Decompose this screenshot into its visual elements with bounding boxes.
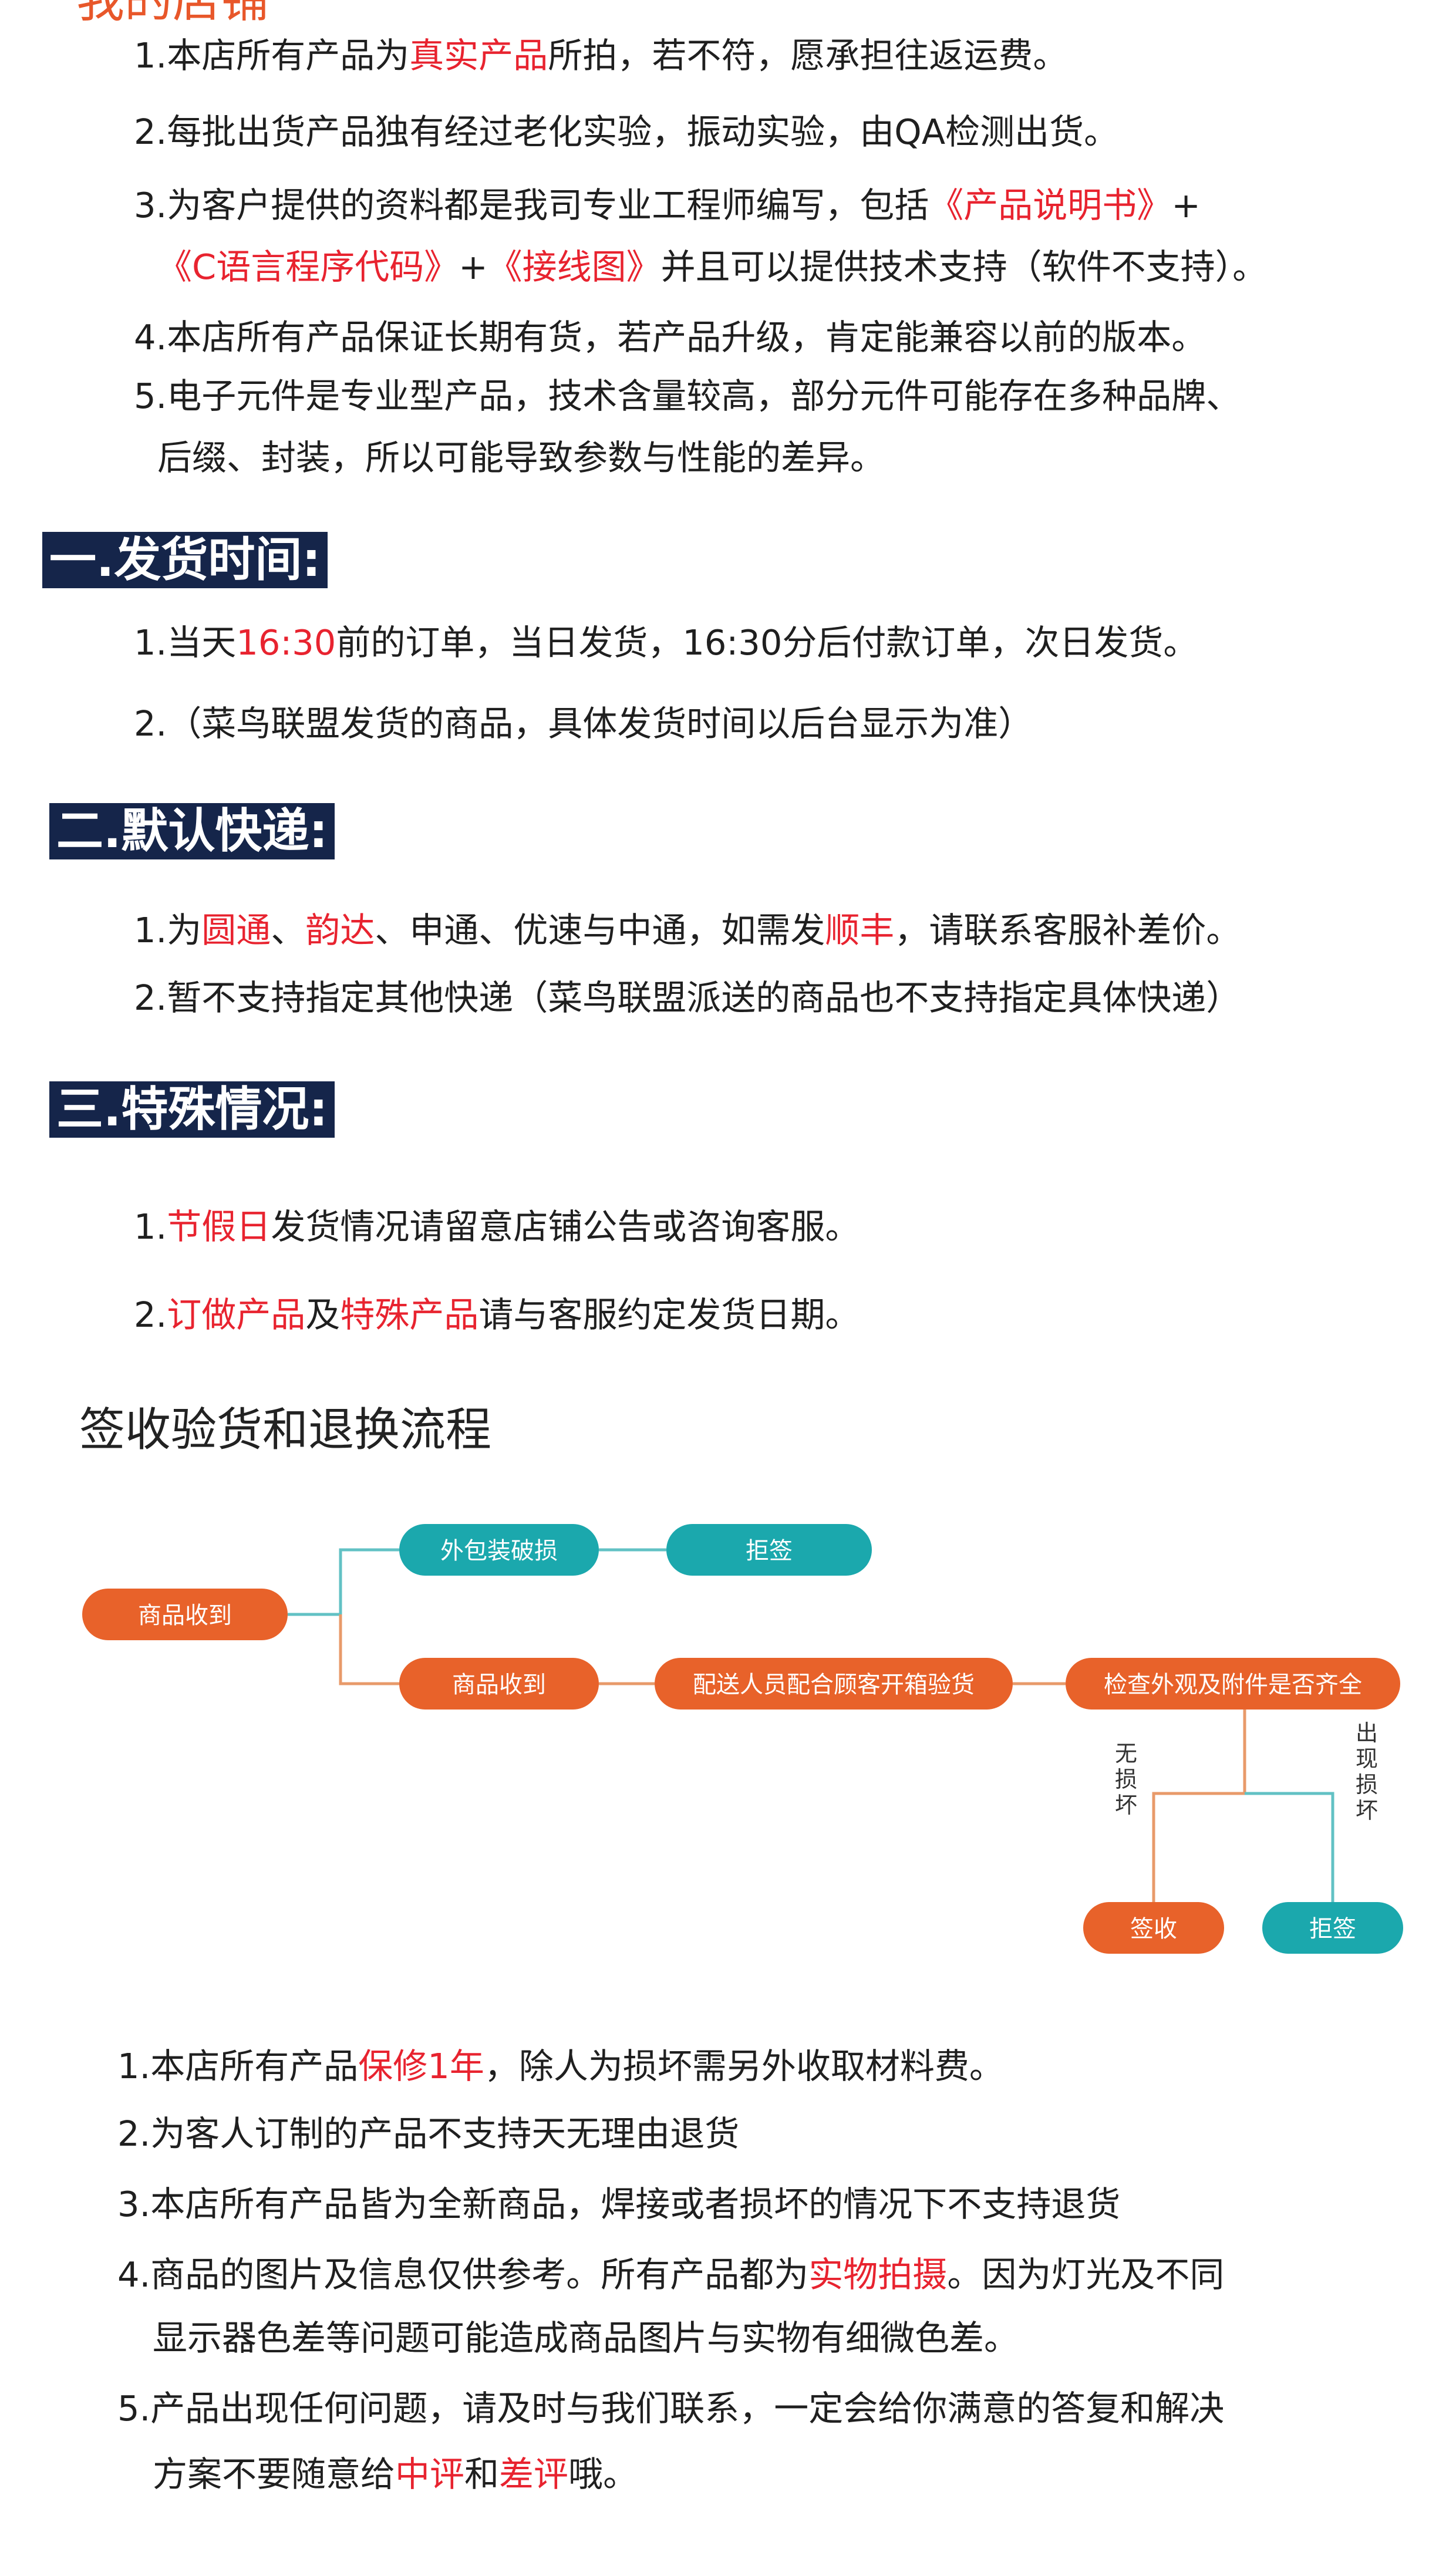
flow-connectors — [288, 1548, 1334, 1902]
node-courier-check: 配送人员配合顾客开箱验货 — [655, 1658, 1013, 1710]
flow-heading: 签收验货和退换流程 — [79, 1404, 492, 1456]
special-item-2: 2.订做产品及特殊产品请与客服约定发货日期。 — [134, 1294, 860, 1335]
aftersales-item-4: 4.商品的图片及信息仅供参考。所有产品都为实物拍摄。因为灯光及不同 — [117, 2254, 1225, 2295]
courier-item-2: 2.暂不支持指定其他快递（菜鸟联盟派送的商品也不支持指定具体快递） — [134, 977, 1241, 1018]
courier-item-1: 1.为圆通、韵达、申通、优速与中通，如需发顺丰，请联系客服补差价。 — [134, 910, 1241, 950]
branch-label-damage-found: 出现损坏 — [1356, 1720, 1378, 1823]
svg-text:签收: 签收 — [1130, 1916, 1177, 1943]
section-title-special: 三.特殊情况: — [49, 1081, 335, 1138]
aftersales-item-2: 2.为客人订制的产品不支持天无理由退货 — [117, 2113, 740, 2154]
shipping-item-2: 2.（菜鸟联盟发货的商品，具体发货时间以后台显示为准） — [134, 703, 1033, 744]
intro-item-3-cont: 《C语言程序代码》+《接线图》并且可以提供技术支持（软件不支持）。 — [157, 247, 1268, 287]
aftersales-item-4-cont: 显示器色差等问题可能造成商品图片与实物有细微色差。 — [153, 2318, 1019, 2358]
svg-text:拒签: 拒签 — [746, 1537, 793, 1565]
special-item-1: 1.节假日发货情况请留意店铺公告或咨询客服。 — [134, 1206, 860, 1247]
section-title-courier: 二.默认快递: — [49, 803, 335, 859]
intro-item-5: 5.电子元件是专业型产品，技术含量较高，部分元件可能存在多种品牌、 — [134, 376, 1241, 416]
intro-item-1: 1.本店所有产品为真实产品所拍，若不符，愿承担往返运费。 — [134, 35, 1068, 76]
intro-item-5-cont: 后缀、封装，所以可能导致参数与性能的差异。 — [157, 437, 885, 478]
svg-text:检查外观及附件是否齐全: 检查外观及附件是否齐全 — [1104, 1671, 1362, 1698]
aftersales-item-3: 3.本店所有产品皆为全新商品，焊接或者损坏的情况下不支持退货 — [117, 2184, 1121, 2224]
node-check-accessories: 检查外观及附件是否齐全 — [1066, 1658, 1400, 1710]
node-goods-received: 商品收到 — [82, 1589, 288, 1640]
intro-item-2: 2.每批出货产品独有经过老化实验，振动实验，由QA检测出货。 — [134, 112, 1119, 152]
node-goods-received-2: 商品收到 — [399, 1658, 599, 1710]
aftersales-item-1: 1.本店所有产品保修1年，除人为损坏需另外收取材料费。 — [117, 2046, 1004, 2086]
svg-text:商品收到: 商品收到 — [138, 1602, 232, 1629]
shipping-item-1: 1.当天16:30前的订单，当日发货，16:30分后付款订单，次日发货。 — [134, 622, 1198, 663]
node-reject-1: 拒签 — [666, 1524, 872, 1576]
branch-label-no-damage: 无损坏 — [1115, 1741, 1137, 1818]
aftersales-item-5: 5.产品出现任何问题，请及时与我们联系，一定会给你满意的答复和解决 — [117, 2388, 1225, 2429]
node-reject-2: 拒签 — [1262, 1902, 1403, 1954]
svg-text:外包装破损: 外包装破损 — [440, 1537, 558, 1565]
aftersales-item-5-cont: 方案不要随意给中评和差评哦。 — [153, 2454, 638, 2494]
return-flowchart: 商品收到 外包装破损 拒签 商品收到 配送人员配合顾客开箱验货 检查外观及附件是… — [82, 1524, 1403, 1954]
store-heading: 我的店铺 — [76, 0, 269, 28]
svg-text:商品收到: 商品收到 — [452, 1671, 546, 1698]
svg-text:拒签: 拒签 — [1309, 1916, 1356, 1943]
intro-item-4: 4.本店所有产品保证长期有货，若产品升级，肯定能兼容以前的版本。 — [134, 317, 1206, 358]
svg-text:配送人员配合顾客开箱验货: 配送人员配合顾客开箱验货 — [693, 1671, 975, 1698]
intro-item-3: 3.为客户提供的资料都是我司专业工程师编写，包括《产品说明书》+ — [134, 185, 1201, 225]
node-damaged-package: 外包装破损 — [399, 1524, 599, 1576]
section-title-shipping-time: 一.发货时间: — [42, 532, 328, 588]
node-sign: 签收 — [1083, 1902, 1224, 1954]
